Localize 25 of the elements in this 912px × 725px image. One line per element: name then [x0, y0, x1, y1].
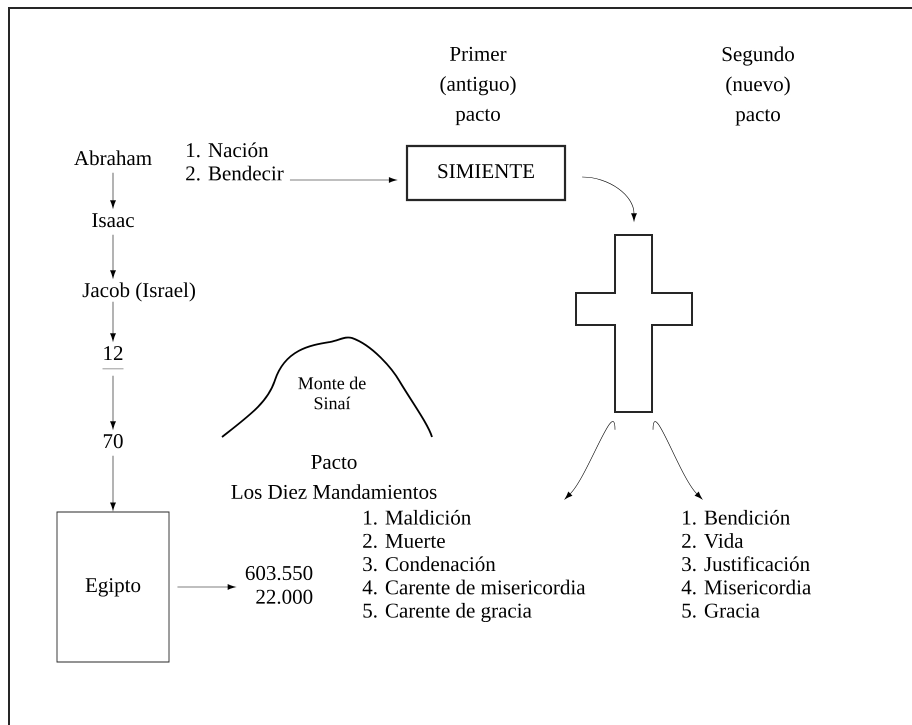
- name-text: Jacob (Israel): [82, 282, 195, 302]
- arrow: [177, 584, 236, 590]
- seed-box: SIMIENTE: [406, 144, 566, 202]
- arrow: [110, 301, 116, 342]
- arrow: [290, 177, 397, 183]
- name-text: Abraham: [74, 150, 152, 166]
- numbered-list: 1. Maldición 2. Muerte 3. Condenación 4. Carente de misericordia 5. Carente de gracia: [362, 510, 586, 622]
- arrow: [110, 375, 116, 430]
- caption-text: Segundo (nuevo) pacto: [722, 46, 794, 126]
- arrow: [582, 176, 637, 222]
- number-text: 603.550 22.000: [246, 566, 312, 604]
- name-text: Isaac: [92, 213, 134, 228]
- arrow: [564, 421, 616, 500]
- arrow: [110, 455, 116, 510]
- caption-text: Primer (antiguo) pacto: [440, 46, 516, 126]
- numbered-list: 1. Bendición 2. Vida 3. Justificación 4. Misericordia 5. Gracia: [682, 510, 811, 618]
- place-box: Egipto: [56, 512, 170, 662]
- numbered-list: 1. Nación 2. Bendecir: [186, 142, 284, 181]
- arrow: [110, 234, 116, 278]
- mountain-drawing: Monte de Sinaí: [221, 336, 433, 438]
- number-text: 70: [104, 434, 123, 448]
- cross-drawing: [575, 234, 693, 413]
- arrow: [110, 172, 116, 208]
- arrow: [652, 421, 702, 500]
- number-text: 12: [102, 346, 124, 370]
